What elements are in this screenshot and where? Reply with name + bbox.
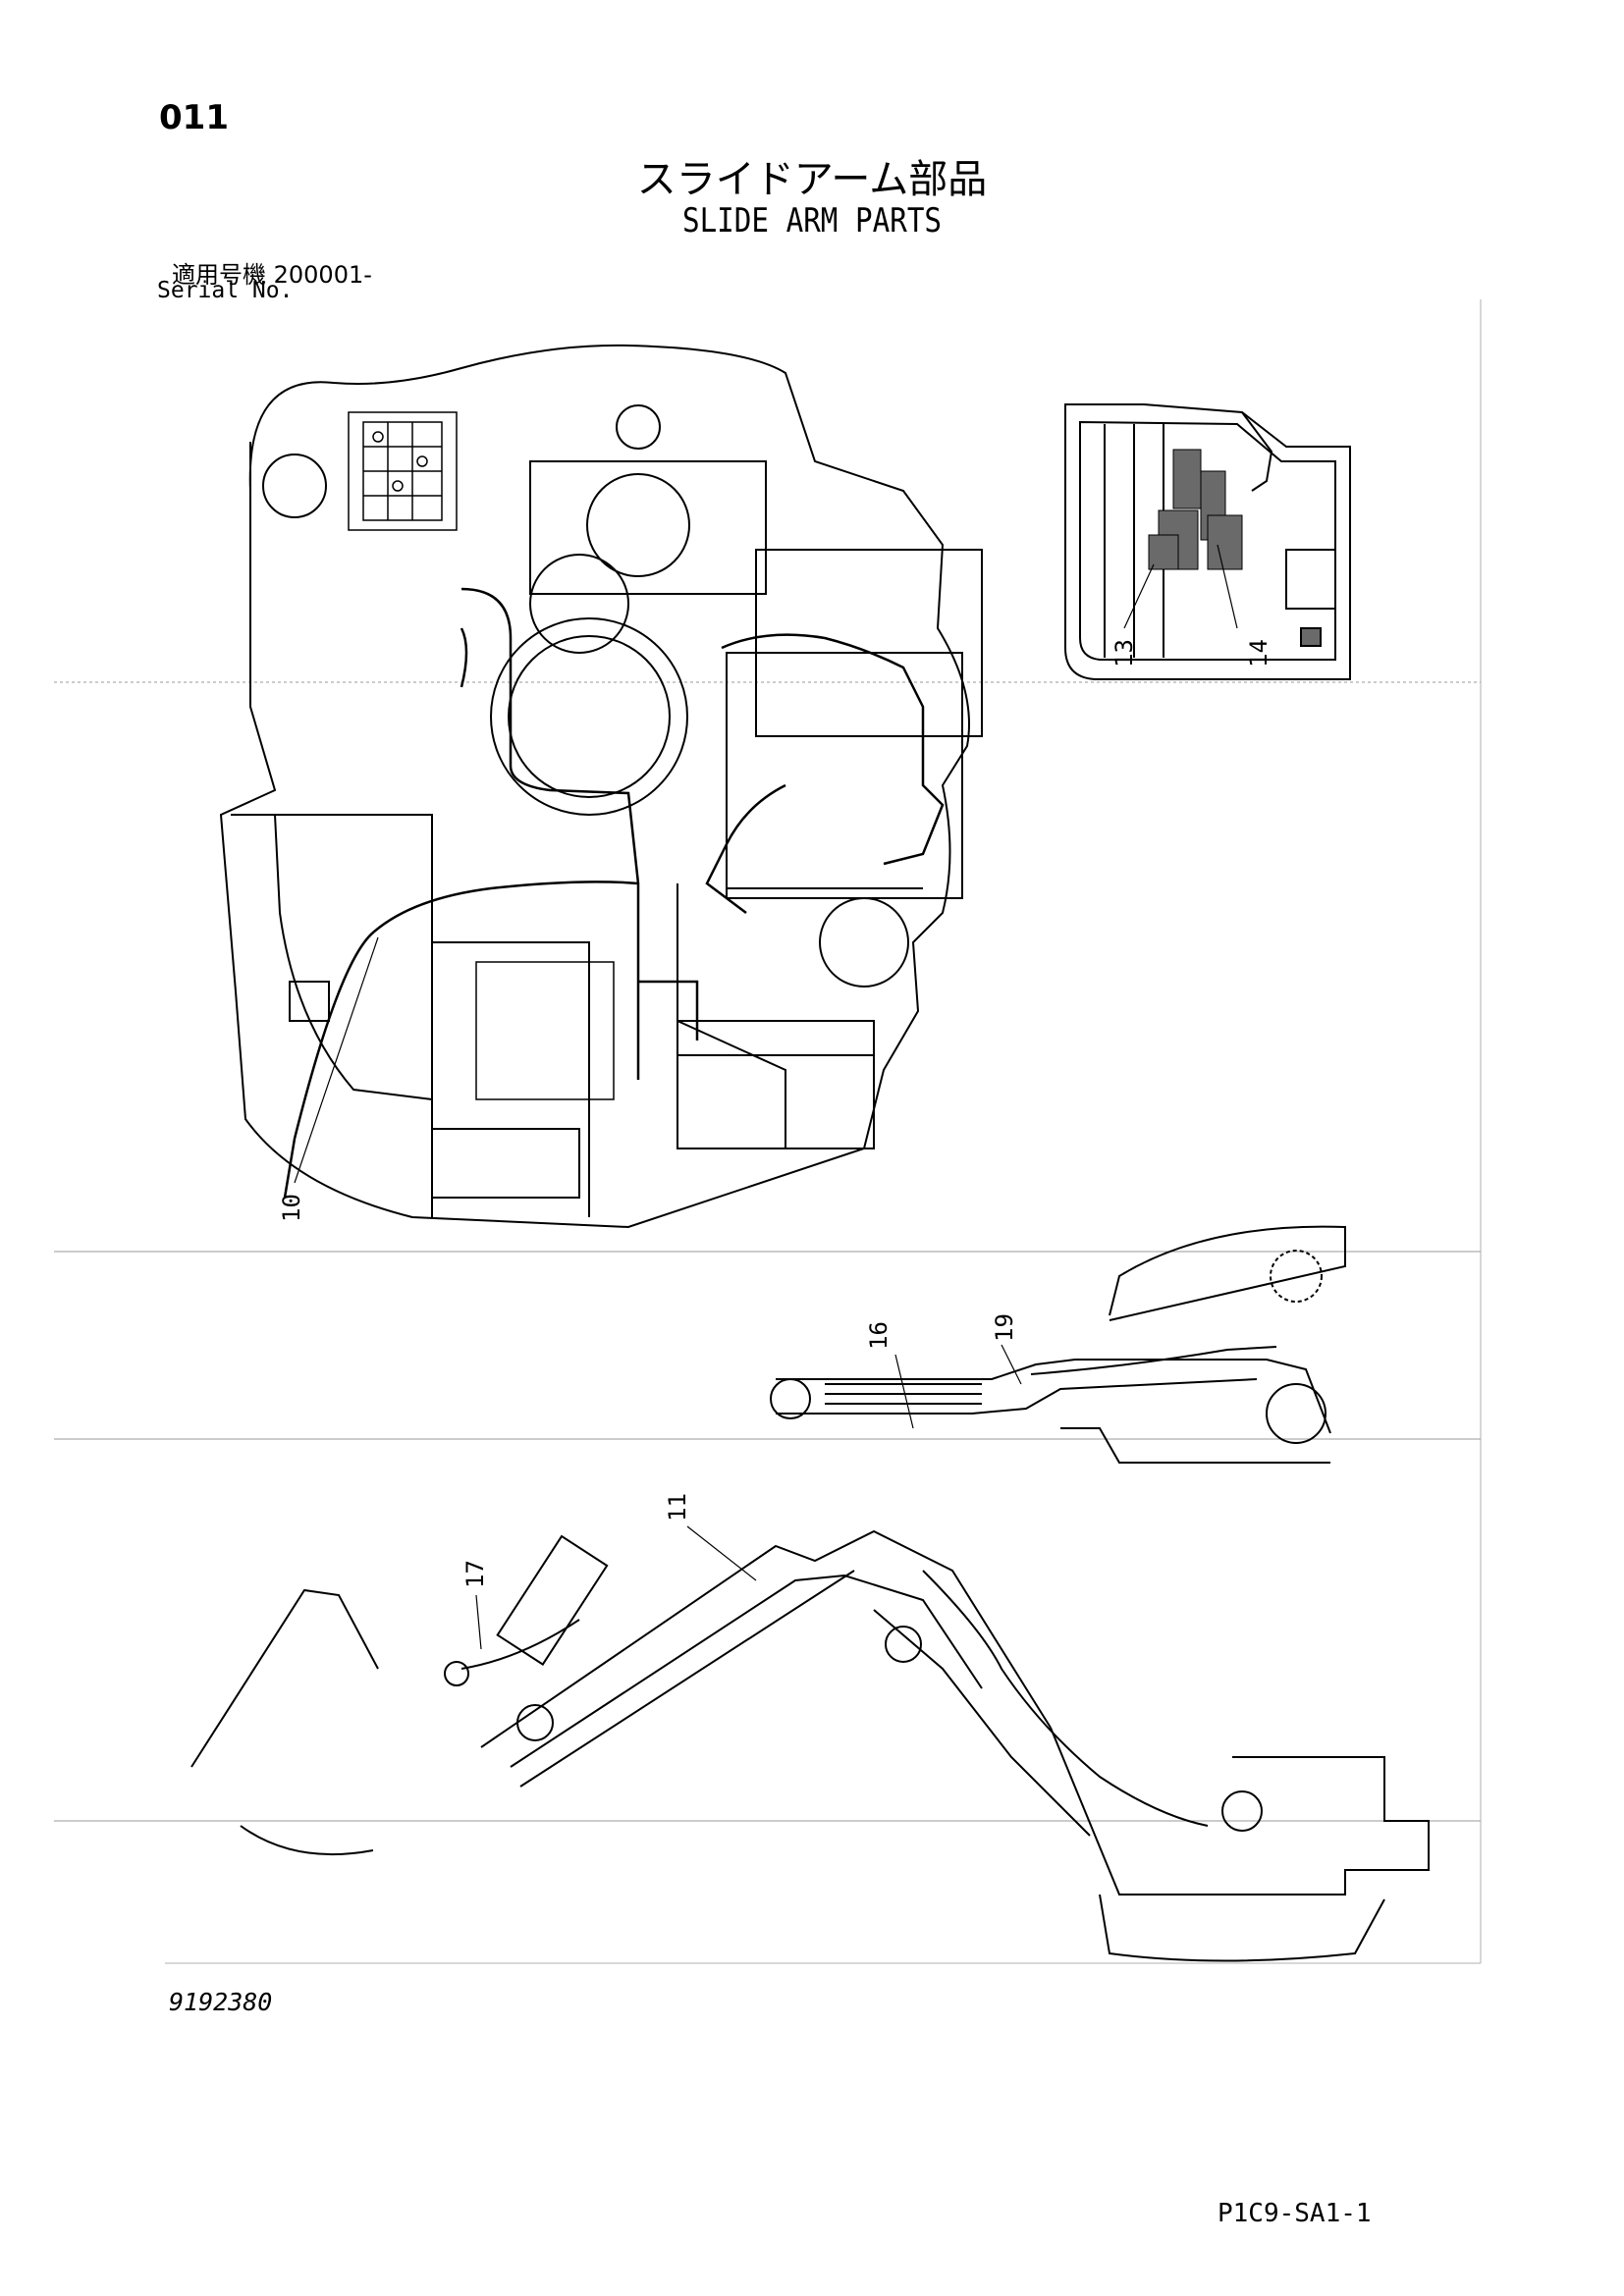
callout-11: 11 bbox=[664, 1493, 691, 1522]
boom-arm-elevation bbox=[190, 1529, 1430, 1962]
callout-19: 19 bbox=[991, 1313, 1018, 1342]
page-code: P1C9-SA1-1 bbox=[1218, 2199, 1372, 2228]
cab-inset-view bbox=[1064, 403, 1351, 680]
page-title-english: SLIDE ARM PARTS bbox=[681, 201, 943, 240]
callout-labels: 13 14 10 16 19 11 17 bbox=[278, 639, 1272, 1588]
cab-inset-shaded-parts bbox=[1148, 449, 1243, 570]
callout-17: 17 bbox=[461, 1560, 489, 1588]
upper-structure-top-view bbox=[219, 344, 983, 1229]
frame-lines bbox=[54, 299, 1482, 1964]
control-valve-block bbox=[348, 411, 458, 531]
arm-side-view bbox=[770, 1225, 1346, 1464]
serial-range-japanese: 適用号機 200001- bbox=[172, 261, 372, 289]
page-title-japanese: スライドアーム部品 bbox=[636, 157, 988, 202]
callout-14: 14 bbox=[1245, 639, 1272, 667]
callout-10: 10 bbox=[278, 1194, 305, 1222]
callout-13: 13 bbox=[1110, 639, 1138, 667]
serial-number-label: Serial No. bbox=[157, 278, 294, 303]
wiring-harness bbox=[283, 587, 945, 1199]
callout-leaders bbox=[294, 544, 1238, 1650]
callout-16: 16 bbox=[865, 1321, 893, 1350]
page-number: 011 bbox=[159, 98, 229, 137]
drawing-number: 9192380 bbox=[169, 1988, 273, 2016]
